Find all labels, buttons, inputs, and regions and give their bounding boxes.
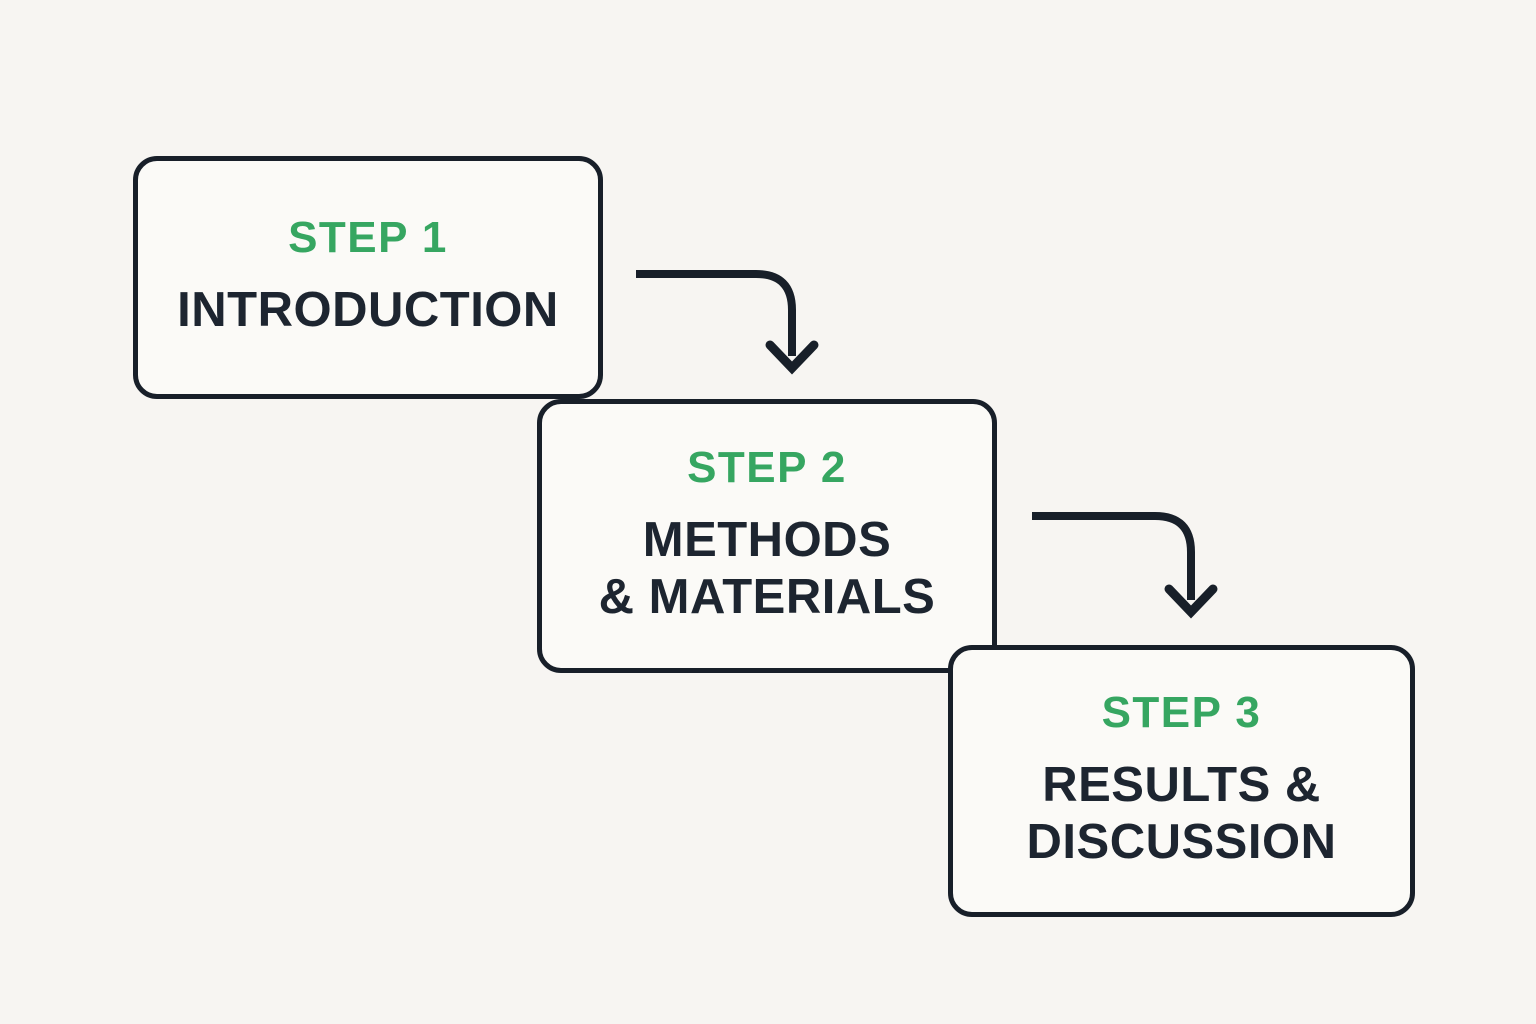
step-card-1: STEP 1 INTRODUCTION — [133, 156, 603, 399]
arrow-step2-to-step3-icon — [1032, 512, 1218, 619]
step-2-label: STEP 2 — [687, 443, 847, 493]
step-2-title-line-1: METHODS — [642, 513, 892, 568]
step-card-2: STEP 2 METHODS & MATERIALS — [537, 399, 997, 673]
step-2-title: METHODS & MATERIALS — [599, 512, 936, 626]
step-3-title-line-1: RESULTS & — [1042, 758, 1321, 813]
step-1-label: STEP 1 — [288, 213, 448, 263]
step-1-title-line-1: INTRODUCTION — [177, 283, 559, 338]
step-3-title-line-2: DISCUSSION — [1026, 815, 1337, 869]
arrow-step1-to-step2-icon — [636, 270, 819, 375]
step-3-label: STEP 3 — [1101, 688, 1262, 738]
step-1-title: INTRODUCTION — [177, 282, 559, 339]
step-2-title-line-2: & MATERIALS — [598, 570, 936, 624]
step-3-title: RESULTS & DISCUSSION — [1027, 757, 1337, 871]
step-card-3: STEP 3 RESULTS & DISCUSSION — [948, 645, 1415, 917]
